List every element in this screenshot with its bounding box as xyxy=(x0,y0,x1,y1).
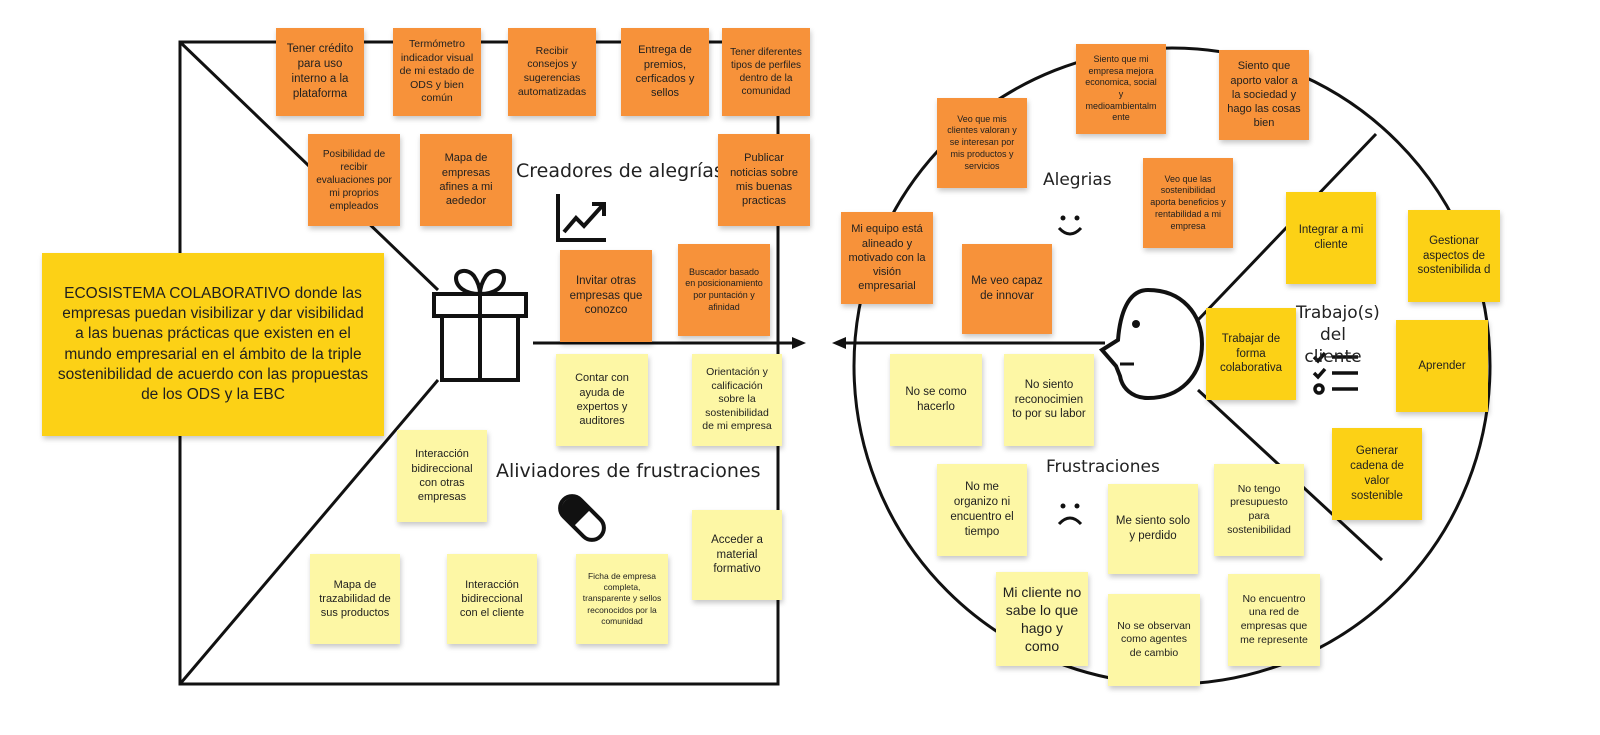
customer-job-note: Generar cadena de valor sostenible xyxy=(1332,428,1422,520)
gain-note: Me veo capaz de innovar xyxy=(962,244,1052,334)
gain-note: Mi equipo está alineado y motivado con l… xyxy=(841,212,933,304)
pain-note: No se observan como agentes de cambio xyxy=(1108,594,1200,686)
customer-job-note: Integrar a mi cliente xyxy=(1286,192,1376,284)
gain-creator-note: Tener diferentes tipos de perfiles dentr… xyxy=(722,28,810,116)
gain-note: Veo que mis clientes valoran y se intere… xyxy=(937,98,1027,188)
gain-creator-note: Termómetro indicador visual de mi estado… xyxy=(393,28,481,116)
pain-note: No tengo presupuesto para sostenibilidad xyxy=(1214,464,1304,556)
gift-icon xyxy=(432,269,528,382)
gain-creator-note: Entrega de premios, cerficados y sellos xyxy=(621,28,709,116)
gain-creator-note: Mapa de empresas afines a mi aededor xyxy=(420,134,512,226)
pain-note: Mi cliente no sabe lo que hago y como xyxy=(996,572,1088,666)
customer-face-icon xyxy=(1098,287,1205,401)
gain-creator-note: Recibir consejos y sugerencias automatiz… xyxy=(508,28,596,116)
gain-creators-heading: Creadores de alegrías xyxy=(516,160,724,182)
pain-relievers-heading: Aliviadores de frustraciones xyxy=(496,460,761,482)
growth-chart-icon xyxy=(556,194,606,242)
pain-note: Me siento solo y perdido xyxy=(1108,484,1198,574)
gain-creator-note: Buscador basado en posicionamiento por p… xyxy=(678,244,770,336)
pain-reliever-note: Contar con ayuda de expertos y auditores xyxy=(556,354,648,446)
gain-note: Siento que mi empresa mejora economica, … xyxy=(1076,44,1166,134)
arrow-left-icon xyxy=(832,337,846,349)
frown-icon xyxy=(1057,503,1083,526)
pain-reliever-note: Acceder a material formativo xyxy=(692,510,782,600)
pain-note: No encuentro una red de empresas que me … xyxy=(1228,574,1320,666)
pain-note: No siento reconocimien to por su labor xyxy=(1004,354,1094,446)
customer-jobs-heading: Trabajo(s) del cliente xyxy=(1296,303,1380,368)
gain-creator-note: Posibilidad de recibir evaluaciones por … xyxy=(308,134,400,226)
checklist-icon xyxy=(1312,351,1358,395)
square-diagonal-bottom xyxy=(178,379,440,685)
smile-icon xyxy=(1057,215,1083,236)
gain-note: Siento que aporto valor a la sociedad y … xyxy=(1219,50,1309,140)
pain-reliever-note: Ficha de empresa completa, transparente … xyxy=(576,554,668,644)
value-proposition-main-note: ECOSISTEMA COLABORATIVO donde las empres… xyxy=(42,253,384,436)
pain-reliever-note: Orientación y calificación sobre la sost… xyxy=(692,354,782,446)
pain-note: No se como hacerlo xyxy=(890,354,982,446)
customer-job-note: Gestionar aspectos de sostenibilida d xyxy=(1408,210,1500,302)
gain-creator-note: Invitar otras empresas que conozco xyxy=(560,250,652,342)
pain-reliever-note: Interacción bidireccional con el cliente xyxy=(447,554,537,644)
customer-job-note: Aprender xyxy=(1396,320,1488,412)
pill-icon xyxy=(558,494,606,542)
gain-creator-note: Publicar noticias sobre mis buenas pract… xyxy=(718,134,810,226)
pain-note: No me organizo ni encuentro el tiempo xyxy=(937,464,1027,556)
gain-creator-note: Tener crédito para uso interno a la plat… xyxy=(276,28,364,116)
customer-job-note: Trabajar de forma colaborativa xyxy=(1206,308,1296,400)
pains-heading: Frustraciones xyxy=(1046,457,1160,477)
arrow-right-icon xyxy=(792,337,806,349)
gain-note: Veo que las sostenibilidad aporta benefi… xyxy=(1143,158,1233,248)
gains-heading: Alegrias xyxy=(1043,170,1112,190)
pain-reliever-note: Interacción bidireccional con otras empr… xyxy=(397,430,487,522)
pain-reliever-note: Mapa de trazabilidad de sus productos xyxy=(310,554,400,644)
